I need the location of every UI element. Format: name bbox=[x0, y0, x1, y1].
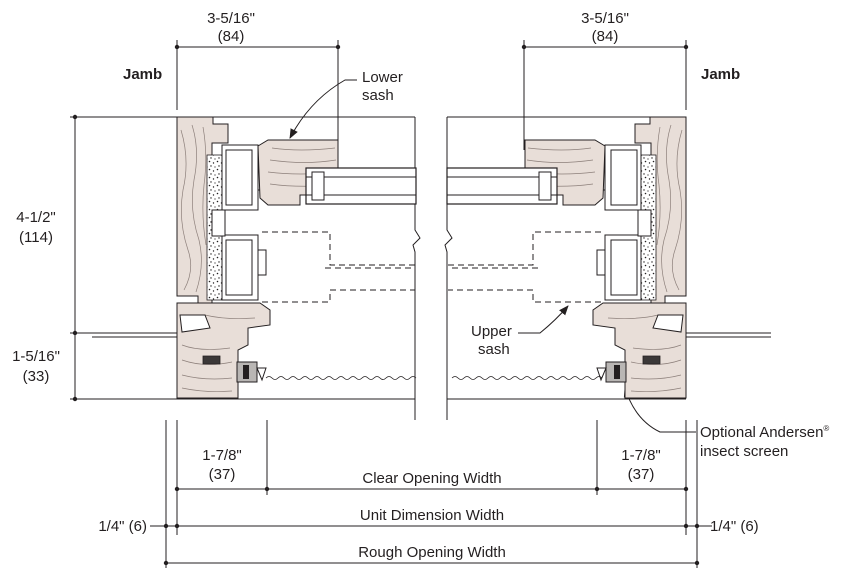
height-main-imperial: 4-1/2" bbox=[16, 209, 56, 226]
insect-screen-callout: Optional Andersen® insect screen bbox=[623, 387, 829, 460]
lower-sash-callout: Lower sash bbox=[289, 69, 403, 139]
height-sill-metric: (33) bbox=[23, 368, 50, 385]
clear-opening-width-label: Clear Opening Width bbox=[362, 470, 501, 487]
height-dimensions: 4-1/2" (114) 1-5/16" (33) bbox=[2, 114, 177, 402]
bottom-right-dim-metric: (37) bbox=[628, 466, 655, 483]
screen-mesh-left bbox=[265, 376, 417, 380]
height-main-metric: (114) bbox=[19, 229, 53, 246]
bottom-left-dimension: 1-7/8" (37) bbox=[202, 447, 242, 483]
top-right-dim-imperial: 3-5/16" bbox=[581, 10, 629, 27]
lower-sash-label-line2: sash bbox=[362, 87, 394, 104]
jamb-left-label: Jamb bbox=[123, 66, 162, 83]
insect-screen-label-line1: Optional Andersen® bbox=[700, 424, 829, 441]
right-jamb-assembly bbox=[446, 116, 771, 399]
upper-sash-callout: Upper sash bbox=[471, 305, 569, 358]
rough-opening-width-label: Rough Opening Width bbox=[358, 544, 506, 561]
lower-sash-label-line1: Lower bbox=[362, 69, 403, 86]
height-sill-imperial: 1-5/16" bbox=[12, 348, 60, 365]
bottom-right-dim-imperial: 1-7/8" bbox=[621, 447, 661, 464]
side-left-dim: 1/4" (6) bbox=[98, 518, 147, 535]
bottom-right-dimension: 1-7/8" (37) bbox=[621, 447, 661, 483]
jamb-right-label: Jamb bbox=[701, 66, 740, 83]
unit-dimension-width-label: Unit Dimension Width bbox=[360, 507, 504, 524]
unit-dimension-width-dimension: Unit Dimension Width 1/4" (6) 1/4" (6) bbox=[98, 507, 758, 535]
bottom-left-dim-imperial: 1-7/8" bbox=[202, 447, 242, 464]
top-right-dim-metric: (84) bbox=[592, 28, 619, 45]
insect-screen-label-line2: insect screen bbox=[700, 443, 788, 460]
bottom-left-dim-metric: (37) bbox=[209, 466, 236, 483]
left-jamb-assembly bbox=[92, 116, 417, 399]
top-left-dimension: 3-5/16" (84) bbox=[174, 10, 341, 150]
clear-opening-width-dimension: Clear Opening Width bbox=[174, 470, 689, 492]
top-left-dim-imperial: 3-5/16" bbox=[207, 10, 255, 27]
bottom-extension-lines bbox=[165, 420, 698, 568]
upper-sash-label-line1: Upper bbox=[471, 323, 512, 340]
side-right-dim: 1/4" (6) bbox=[710, 518, 759, 535]
top-right-dimension: 3-5/16" (84) bbox=[521, 10, 689, 150]
rough-opening-width-dimension: Rough Opening Width bbox=[163, 544, 700, 566]
break-lines bbox=[412, 117, 453, 420]
screen-mesh-right bbox=[451, 376, 603, 380]
top-left-dim-metric: (84) bbox=[218, 28, 245, 45]
upper-sash-label-line2: sash bbox=[478, 341, 510, 358]
